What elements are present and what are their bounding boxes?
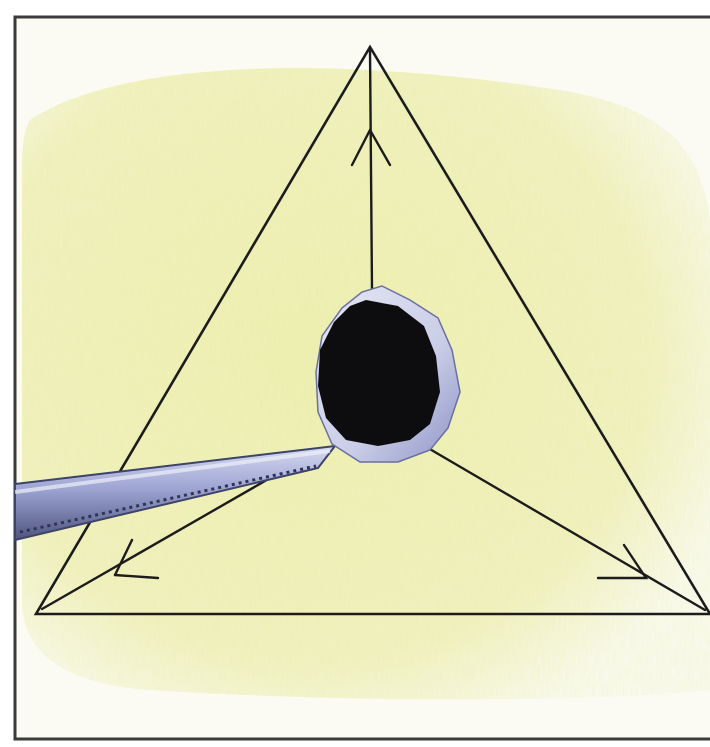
cut-from-hole-diagram	[0, 0, 710, 747]
illustration-frame	[0, 0, 710, 747]
